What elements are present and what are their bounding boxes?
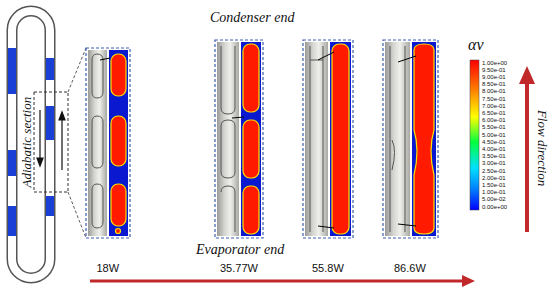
- panel-18w: [86, 48, 130, 238]
- color-bar: [470, 60, 479, 210]
- colorbar-tick: 7.50e-01: [482, 96, 506, 103]
- flow-direction-arrowhead: [519, 66, 535, 84]
- colorbar-tick: 5.00e-01: [482, 132, 506, 139]
- colorbar-tick: 4.50e-01: [482, 139, 506, 146]
- flow-arrows: [37, 110, 65, 170]
- power-label: 18W: [97, 262, 120, 274]
- colorbar-tick: 6.50e-01: [482, 110, 506, 117]
- vapor-slugs: [8, 48, 54, 236]
- colorbar-tick: 1.50e-01: [482, 182, 506, 189]
- power-label: 86.6W: [394, 262, 426, 274]
- colorbar-tick: 7.00e-01: [482, 103, 506, 110]
- colorbar-tick: 6.00e-01: [482, 117, 506, 124]
- power-arrowhead: [462, 275, 475, 287]
- axis-label: Flow direction: [535, 110, 549, 186]
- power-label: 55.8W: [312, 262, 344, 274]
- panel-55w: [303, 40, 353, 238]
- colorbar-tick: 1.00e-01: [482, 189, 506, 196]
- section-label: Adiabatic section: [20, 97, 34, 188]
- colorbar-tick: 3.00e-01: [482, 160, 506, 167]
- section-label: Condenser end: [210, 10, 294, 25]
- panel-35w: [215, 40, 263, 238]
- panel-86w: [383, 40, 438, 238]
- colorbar-tick: 9.00e-01: [482, 74, 506, 81]
- colorbar-tick: 3.50e-01: [482, 153, 506, 160]
- power-label: 35.77W: [220, 262, 258, 274]
- colorbar-tick: 8.50e-01: [482, 81, 506, 88]
- zoom-line: [68, 192, 86, 238]
- colorbar-title: αv: [468, 36, 484, 54]
- zoom-line: [68, 48, 86, 92]
- colorbar-tick: 0.00e+00: [482, 204, 507, 211]
- colorbar-tick: 4.00e-01: [482, 146, 506, 153]
- power-arrow: [90, 280, 462, 283]
- colorbar-tick: 5.00e-02: [482, 196, 506, 203]
- loop-pipe: [12, 11, 50, 278]
- loop-pipe-inner: [12, 11, 50, 278]
- flow-direction-arrow: [525, 82, 529, 232]
- colorbar-tick: 9.50e-01: [482, 67, 506, 74]
- colorbar-tick: 2.00e-01: [482, 175, 506, 182]
- colorbar-tick: 1.00e+00: [482, 60, 507, 67]
- selection-box: [34, 92, 68, 192]
- colorbar-tick: 2.50e-01: [482, 168, 506, 175]
- section-label: Evaporator end: [196, 242, 284, 257]
- colorbar-tick: 5.50e-01: [482, 124, 506, 131]
- colorbar-tick: 8.00e-01: [482, 88, 506, 95]
